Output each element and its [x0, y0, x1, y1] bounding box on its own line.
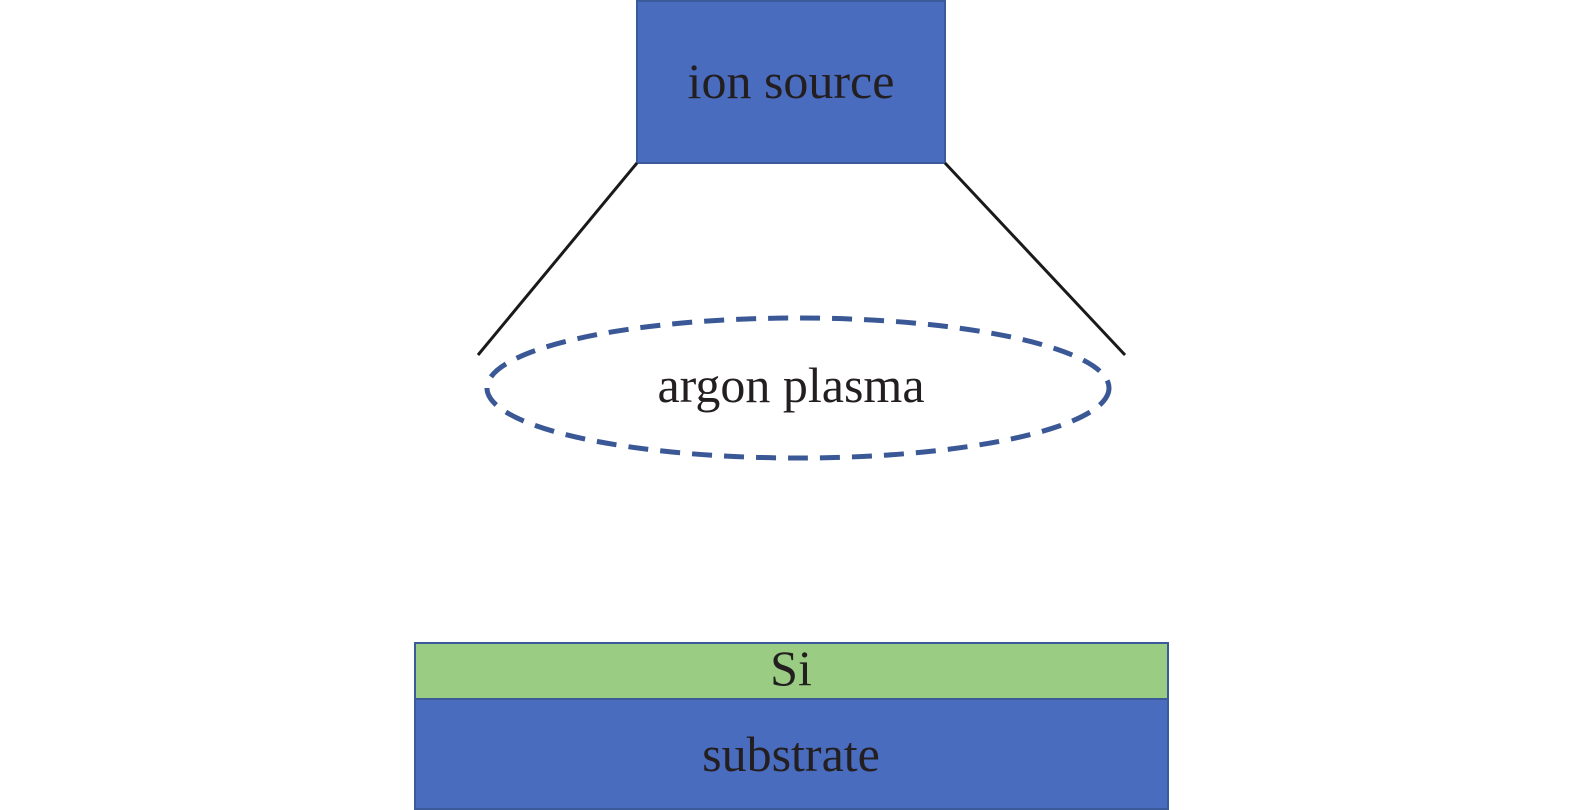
- ion-source-box: [636, 0, 946, 164]
- substrate-label: substrate: [702, 726, 880, 782]
- beam-line-left: [476, 162, 639, 356]
- ion-source-label: ion source: [688, 53, 895, 109]
- si-layer: [414, 642, 1169, 700]
- argon-plasma-ellipse: [484, 315, 1112, 461]
- argon-plasma-label: argon plasma: [657, 357, 924, 413]
- si-layer-label: Si: [770, 640, 812, 696]
- substrate-layer: [414, 698, 1169, 810]
- beam-line-right: [943, 161, 1127, 357]
